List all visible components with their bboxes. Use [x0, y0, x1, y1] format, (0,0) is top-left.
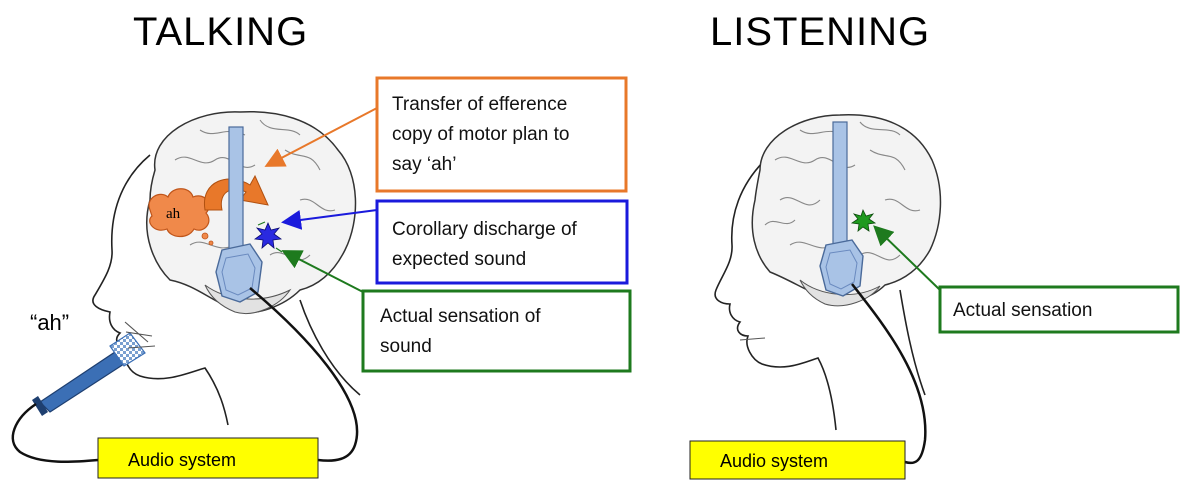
mic-cable: [11, 402, 99, 464]
corollary-arrow: [281, 209, 378, 230]
talking-panel: TALKING ah: [11, 10, 632, 479]
efference-copy-line-2: copy of motor plan to: [392, 124, 569, 145]
actual-sensation-arrow-talking: [281, 250, 364, 293]
headphone-cable-listening: [851, 283, 927, 465]
actual-sensation-box-listening: [938, 285, 1180, 334]
actual-sound-spark: [257, 221, 283, 253]
listening-title: LISTENING: [710, 10, 930, 54]
headphone-band: [228, 126, 244, 253]
actual-sound-burst-listening: [850, 208, 877, 232]
audio-system-box: [97, 437, 319, 479]
corollary-discharge-box: [375, 199, 629, 285]
actual-sensation-arrow-listening: [873, 225, 941, 291]
expected-sound-burst: [253, 221, 283, 249]
actual-sensation-talking-line-2: sound: [380, 336, 432, 357]
actual-sensation-listening-line-1: Actual sensation: [953, 300, 1092, 321]
efference-copy-line-1: Transfer of efference: [392, 94, 567, 115]
mouth-line: [739, 337, 766, 341]
corollary-discharge-line-1: Corollary discharge of: [392, 219, 578, 240]
headphone-band-listening: [832, 121, 848, 248]
listening-panel: LISTENING Audio system Actual sensation: [689, 10, 1180, 480]
neck-line: [299, 299, 361, 396]
actual-sensation-box-talking: [361, 289, 632, 373]
thought-cloud-icon: ah: [148, 188, 214, 246]
neck-line-listening: [899, 289, 926, 396]
head-profile-icon-listening: [714, 159, 837, 431]
motor-plan-curved-arrow: [204, 174, 269, 211]
head-profile-icon: [92, 154, 229, 426]
audio-system-label: Audio system: [128, 450, 236, 470]
headphone-cable: [249, 287, 359, 462]
efference-arrow: [264, 107, 378, 167]
microphone-icon: [32, 332, 146, 416]
efference-copy-box: [375, 76, 628, 193]
actual-sensation-talking-line-1: Actual sensation of: [380, 306, 541, 327]
audio-system-box-listening: [689, 440, 906, 480]
mic-sound-lines: [124, 321, 156, 349]
headphones-icon-listening: [819, 239, 864, 297]
corollary-discharge-line-2: expected sound: [392, 249, 526, 270]
thought-cloud-text: ah: [166, 206, 181, 222]
talking-title: TALKING: [133, 10, 308, 54]
speech-quote: “ah”: [30, 310, 69, 335]
audio-system-label-listening: Audio system: [720, 451, 828, 471]
efference-copy-line-3: say ‘ah’: [392, 154, 456, 175]
